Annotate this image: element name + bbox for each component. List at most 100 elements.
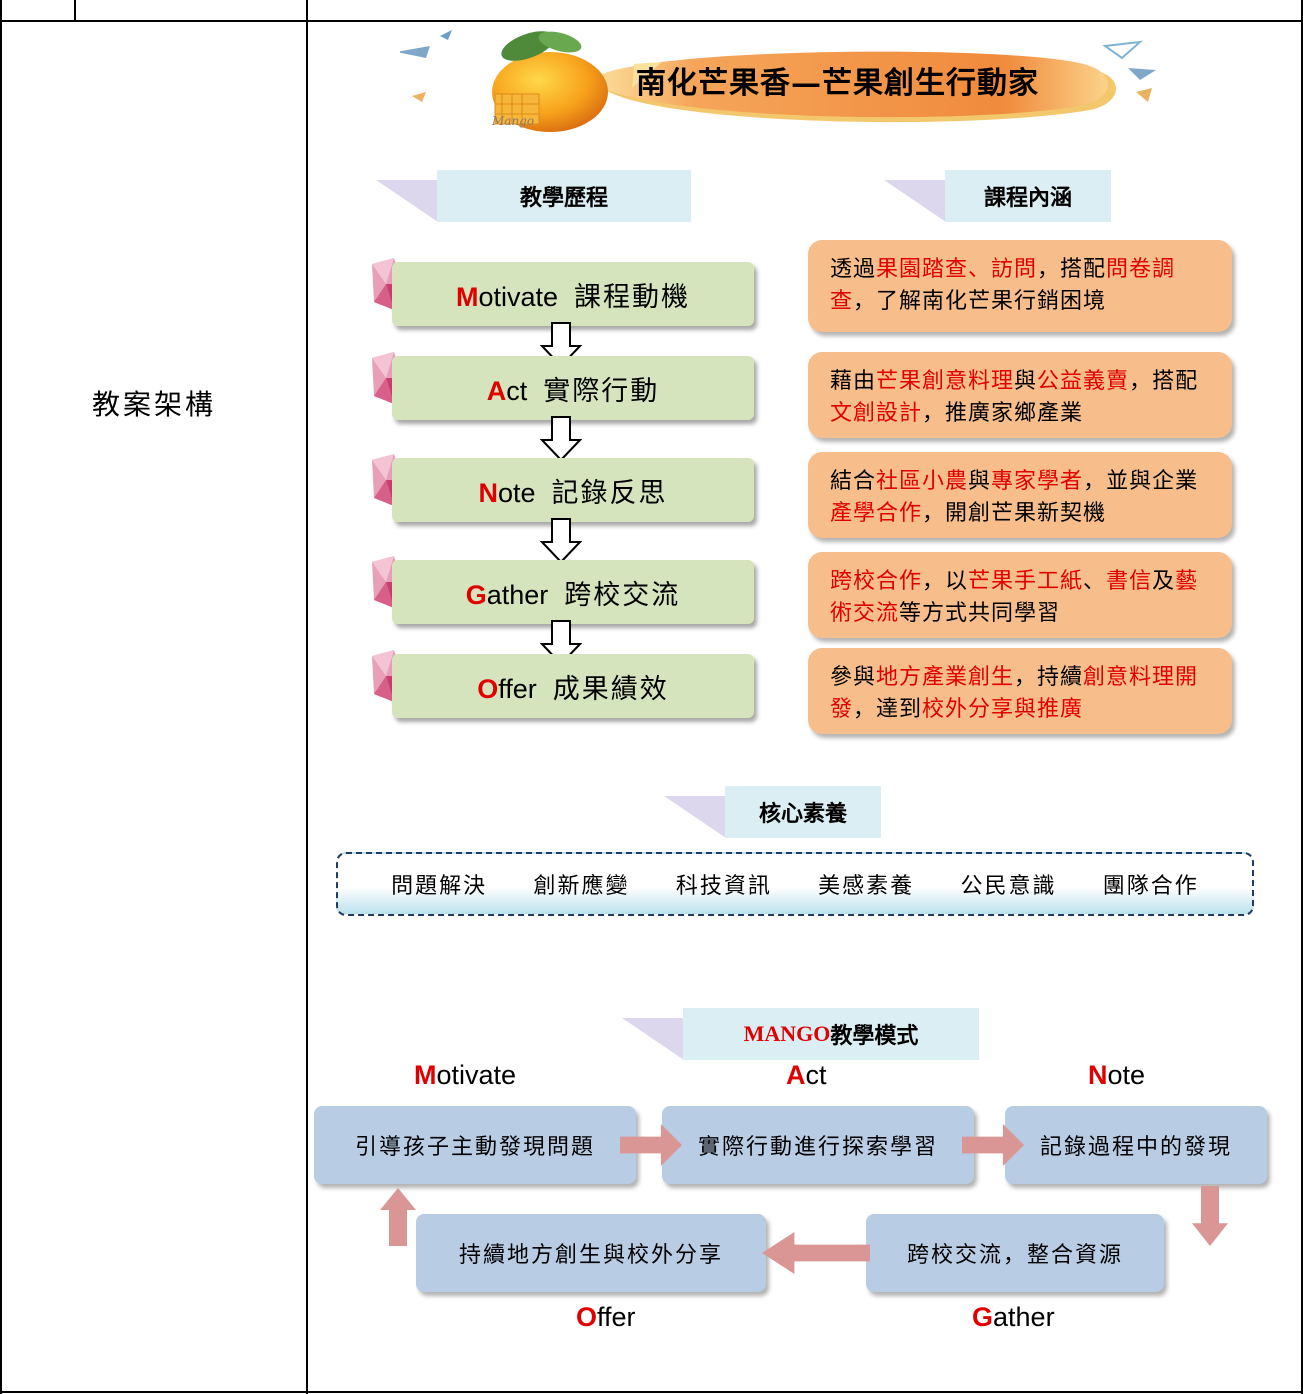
head-triangle: [376, 180, 438, 222]
mode-label: Note: [1088, 1060, 1145, 1091]
mode-title-prefix: MANGO: [743, 1021, 831, 1046]
highlight-text: 書信: [1106, 569, 1153, 594]
content-text: ，並與企業: [1083, 469, 1199, 494]
competency-item: 創新應變: [533, 874, 630, 899]
step-label: Motivate 課程動機: [456, 275, 690, 314]
mode-title-suffix: 教學模式: [830, 1023, 919, 1049]
mode-label-word: otivate: [436, 1060, 517, 1090]
table-row-top: [0, 20, 1303, 22]
mode-label-initial: M: [414, 1060, 437, 1090]
mode-box: 持續地方創生與校外分享: [416, 1214, 766, 1292]
process-step: Note 記錄反思: [392, 458, 754, 522]
confetti-shape: [396, 46, 430, 58]
highlight-text: 問卷調查: [830, 257, 1176, 314]
highlight-text: 創意料理開發: [830, 665, 1199, 722]
step-chinese: 成果績效: [552, 673, 669, 705]
step-chinese: 實際行動: [543, 375, 660, 407]
content-text: 等方式共同學習: [899, 601, 1061, 626]
step-initial: M: [455, 281, 479, 312]
content-box: 透過果園踏查、訪問，搭配問卷調查，了解南化芒果行銷困境: [808, 240, 1232, 332]
right-arrow-icon: [962, 1124, 1024, 1166]
down-arrow-icon: [540, 518, 582, 564]
process-title: 教學歷程: [437, 170, 691, 222]
content-text: ，了解南化芒果行銷困境: [853, 289, 1107, 314]
content-text: ，持續: [1014, 665, 1084, 690]
highlight-text: 芒果手工紙: [968, 569, 1084, 594]
competency-item: 科技資訊: [675, 874, 772, 899]
mode-label: Act: [786, 1060, 827, 1091]
table-row-bottom: [0, 1391, 1303, 1393]
process-step: Motivate 課程動機: [392, 262, 754, 326]
highlight-text: 果園踏查、訪問: [876, 257, 1038, 282]
content-text: ，搭配: [1037, 257, 1107, 282]
highlight-text: 文創設計: [830, 401, 923, 426]
step-chinese: 跨校交流: [564, 579, 681, 611]
highlight-text: 專家學者: [991, 469, 1084, 494]
highlight-text: 跨校合作: [830, 569, 923, 594]
step-word: otivate: [478, 281, 559, 312]
mode-label-initial: O: [576, 1302, 598, 1332]
content-box: 結合社區小農與專家學者，並與企業產學合作，開創芒果新契機: [808, 452, 1232, 538]
step-initial: N: [478, 477, 498, 508]
highlight-text: 校外分享與推廣: [922, 697, 1084, 722]
step-initial: A: [486, 375, 507, 406]
mode-box: 引導孩子主動發現問題: [314, 1106, 636, 1184]
highlight-text: 公益義賣: [1037, 369, 1130, 394]
step-label: Offer 成果績效: [477, 667, 669, 706]
competency-item: 團隊合作: [1102, 874, 1199, 899]
step-initial: G: [465, 579, 487, 610]
content-text: ，搭配: [1129, 369, 1199, 394]
row-label: 教案架構: [92, 388, 217, 421]
table-inner-divider: [74, 0, 76, 22]
content-text: ，開創芒果新契機: [922, 501, 1107, 526]
left-arrow-icon: [762, 1232, 870, 1274]
mode-title: MANGO 教學模式: [683, 1008, 979, 1060]
step-chinese: 課程動機: [574, 281, 691, 313]
competency-item: 問題解決: [391, 874, 488, 899]
mode-label: Offer: [576, 1302, 636, 1333]
content-text: 參與: [830, 665, 877, 690]
right-arrow-icon: [620, 1124, 682, 1166]
highlight-text: 產學合作: [830, 501, 923, 526]
head-triangle: [622, 1018, 684, 1060]
step-word: ote: [497, 477, 536, 508]
competency-item: 美感素養: [818, 874, 915, 899]
table-left-border: [0, 0, 2, 1394]
content-text: ，以: [922, 569, 969, 594]
table-column-divider: [306, 0, 308, 1394]
content-text: 結合: [830, 469, 877, 494]
content-text: 與: [1014, 369, 1038, 394]
head-triangle: [664, 796, 726, 838]
highlight-text: 地方產業創生: [876, 665, 1015, 690]
content-text: 與: [968, 469, 992, 494]
content-text: ，達到: [853, 697, 923, 722]
mode-label: Gather: [972, 1302, 1055, 1333]
table-right-border: [1301, 0, 1303, 1394]
content-box: 參與地方產業創生，持續創意料理開發，達到校外分享與推廣: [808, 648, 1232, 734]
step-initial: O: [477, 673, 499, 704]
mode-label-initial: A: [786, 1060, 806, 1090]
banner: 南化芒果香—芒果創生行動家 Mango: [396, 24, 1160, 134]
step-word: ct: [506, 375, 528, 406]
content-text: ，推廣家鄉產業: [922, 401, 1084, 426]
step-word: ffer: [498, 673, 537, 704]
content-box: 跨校合作，以芒果手工紙、書信及藝術交流等方式共同學習: [808, 552, 1232, 638]
highlight-text: 社區小農: [876, 469, 969, 494]
step-label: Act 實際行動: [487, 369, 660, 408]
mode-box: 實際行動進行探索學習: [662, 1106, 974, 1184]
step-chinese: 記錄反思: [551, 477, 668, 509]
head-triangle: [884, 180, 946, 222]
step-label: Note 記錄反思: [478, 471, 667, 510]
mode-box: 記錄過程中的發現: [1005, 1106, 1267, 1184]
content-text: 及: [1152, 569, 1176, 594]
up-arrow-icon: [380, 1188, 416, 1246]
mode-label-initial: G: [972, 1302, 994, 1332]
content-text: 透過: [830, 257, 877, 282]
content-box: 藉由芒果創意料理與公益義賣，搭配文創設計，推廣家鄉產業: [808, 352, 1232, 438]
mode-label-word: ote: [1107, 1060, 1146, 1090]
process-step: Act 實際行動: [392, 356, 754, 420]
mode-label-word: ather: [993, 1302, 1055, 1332]
highlight-text: 芒果創意料理: [876, 369, 1015, 394]
process-step: Offer 成果績效: [392, 654, 754, 718]
